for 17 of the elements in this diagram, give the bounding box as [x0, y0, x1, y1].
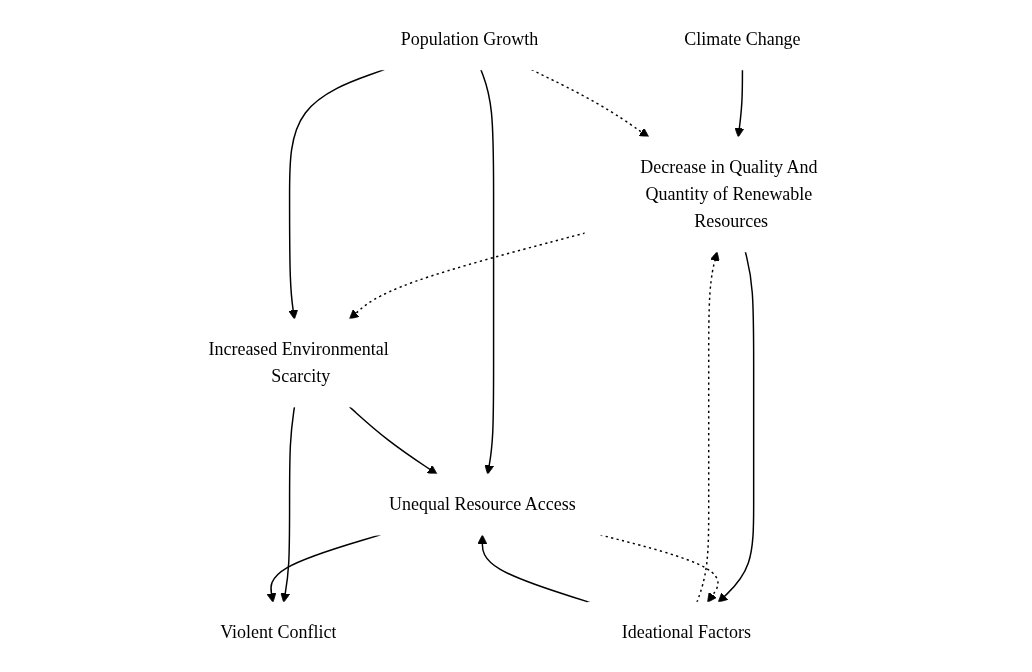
arrow [480, 68, 495, 475]
node-text: Unequal Resource Access [388, 494, 576, 514]
arrow [280, 406, 296, 603]
arrow [717, 251, 755, 603]
node-text: Decrease in Quality And Quantity of Renewable Resources [640, 157, 818, 231]
arrow [477, 534, 591, 604]
node-text: Violent Conflict [220, 622, 337, 642]
node-text: Population Growth [400, 29, 539, 49]
arrow [288, 68, 385, 320]
node-text: Increased Environmental Scarcity [208, 339, 389, 386]
arrow [734, 68, 745, 138]
node-text: Ideational Factors [621, 622, 752, 642]
arrow [696, 251, 720, 604]
arrow [349, 232, 586, 320]
arrow [348, 406, 438, 475]
arrow [530, 68, 650, 138]
node-text: Climate Change [684, 29, 801, 49]
